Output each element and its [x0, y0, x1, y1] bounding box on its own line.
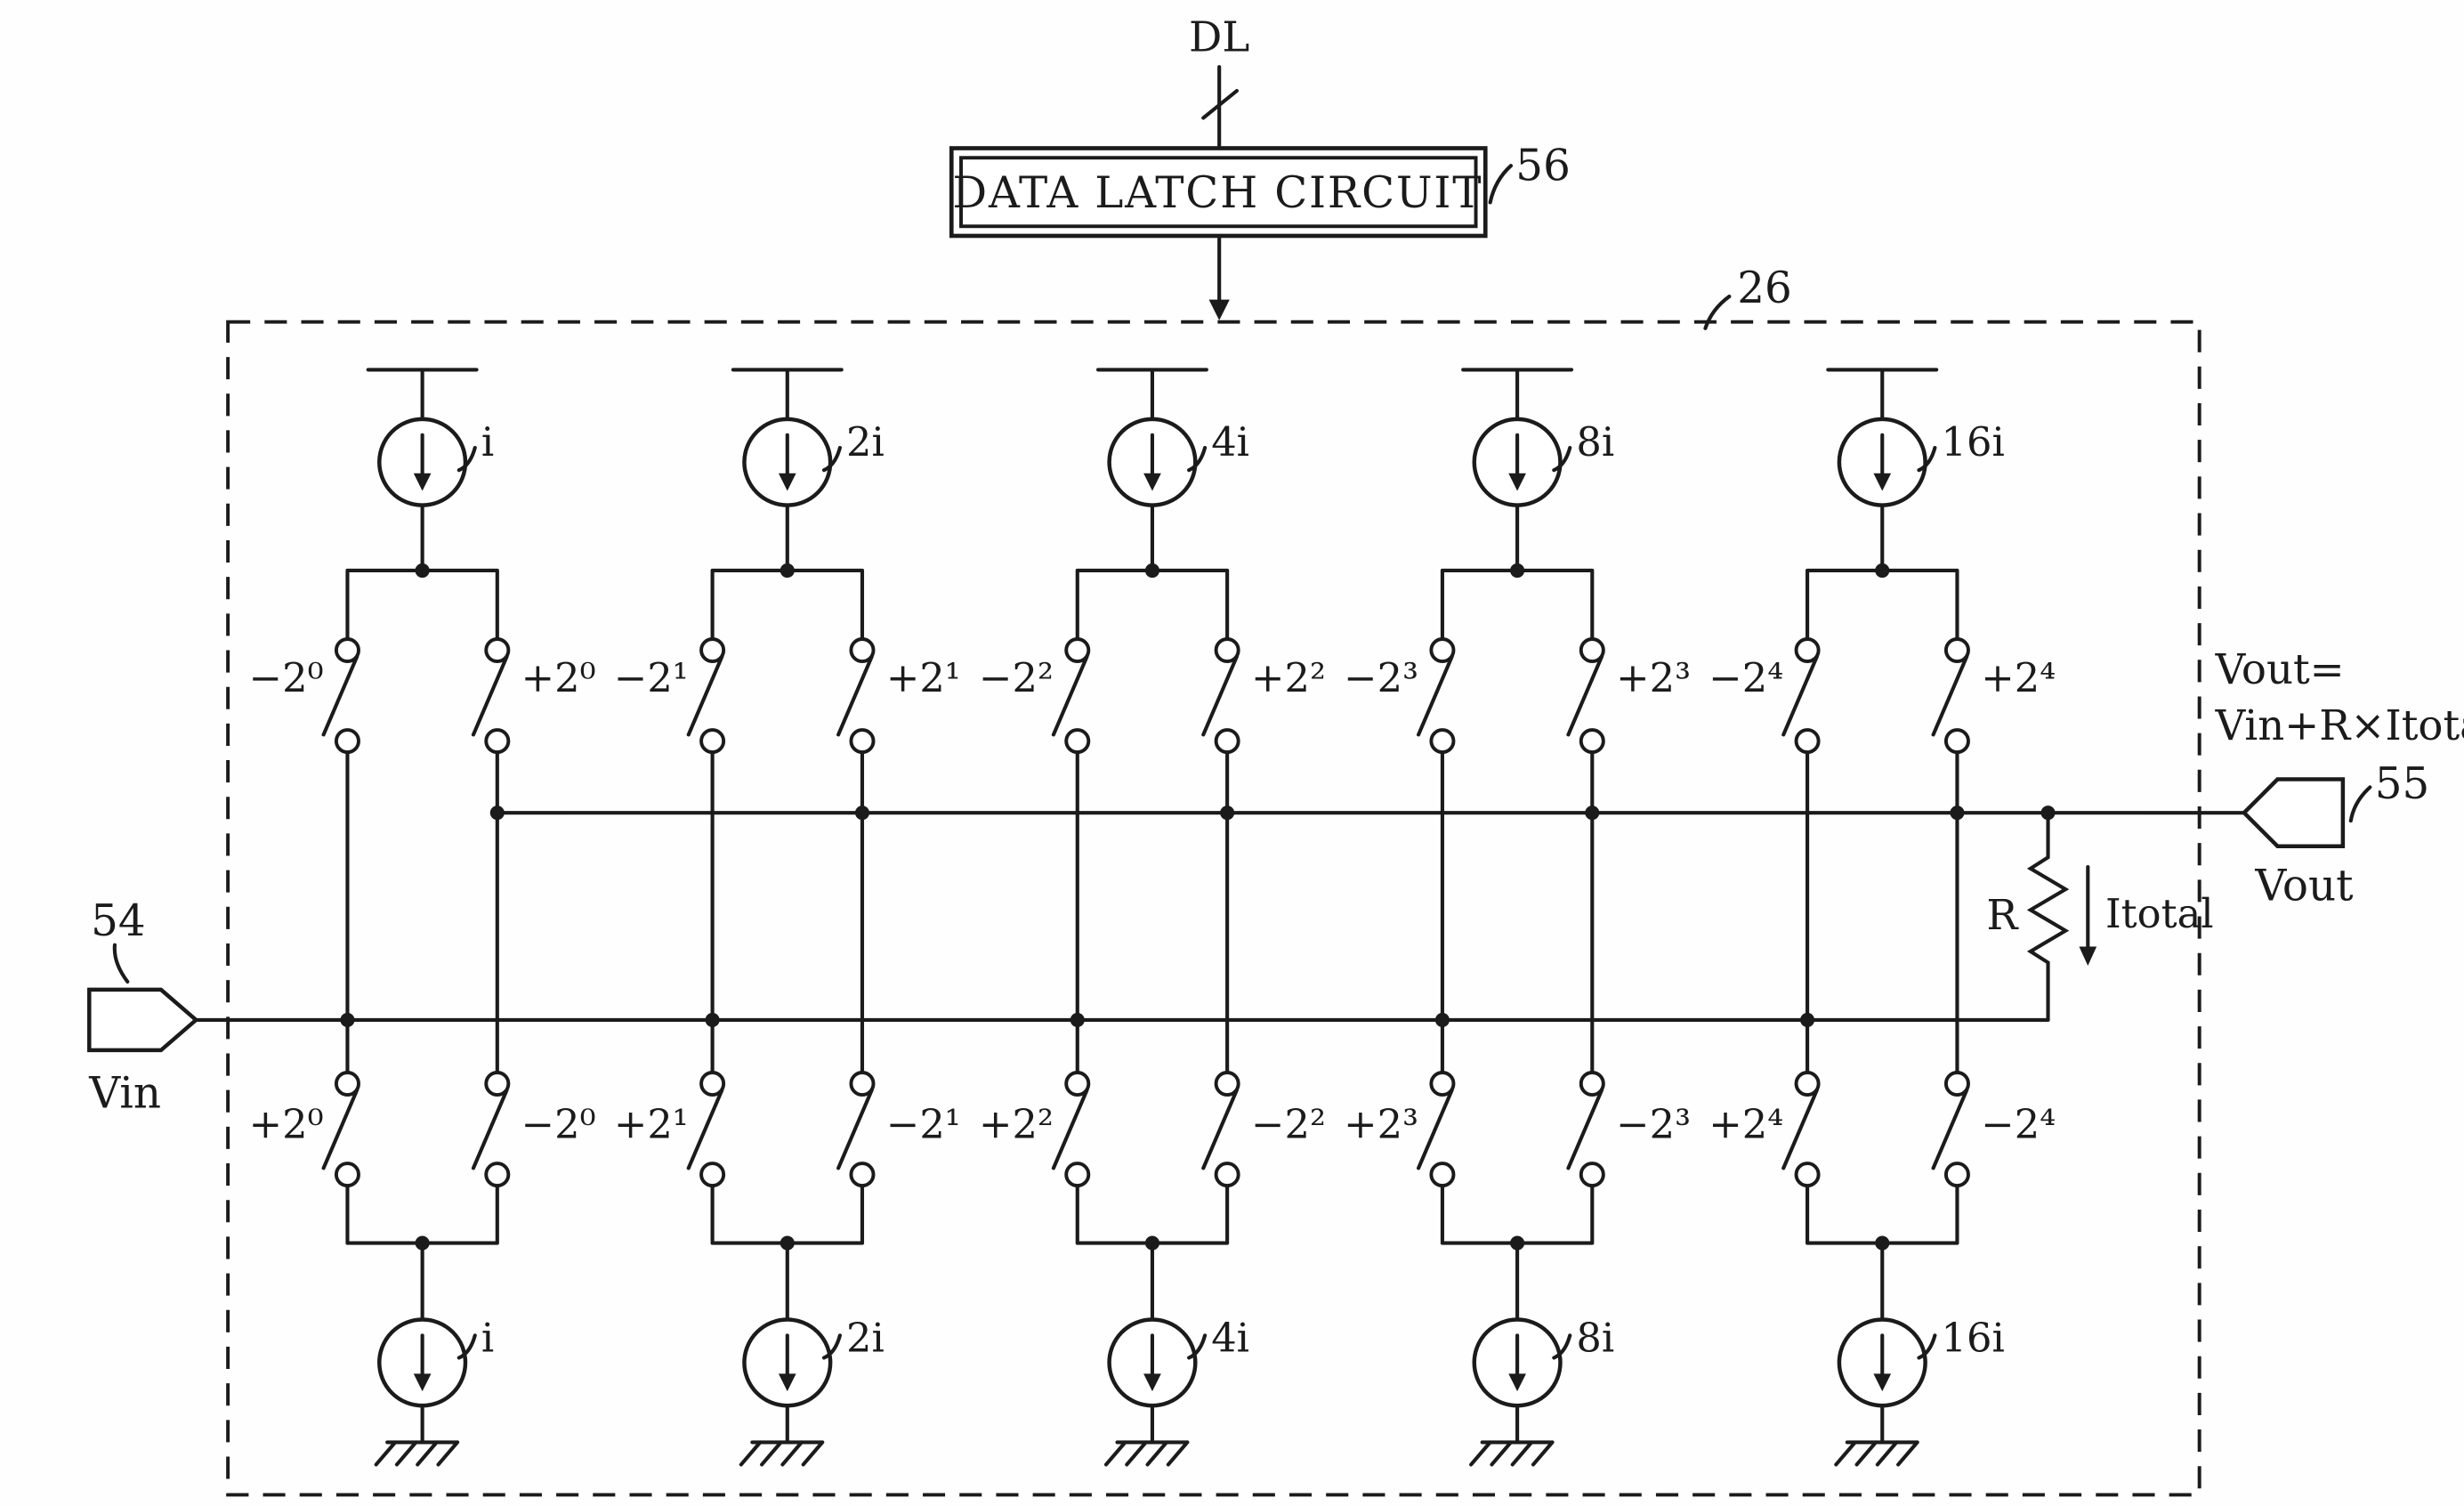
- vout-label: Vout: [2254, 862, 2354, 911]
- data-latch-label: DATA LATCH CIRCUIT: [952, 168, 1482, 218]
- dac-block-ref-leader: [1703, 294, 1732, 330]
- top-left-switch-label: −2⁰: [249, 654, 324, 701]
- latch-to-dac-arrowhead-icon: [1208, 299, 1230, 320]
- bottom-source-label: 2i: [846, 1314, 885, 1361]
- top-right-switch-label: +2⁴: [1981, 654, 2056, 701]
- vout-equation-line1: Vout=: [2215, 645, 2345, 693]
- latch-ref-leader: [1488, 164, 1513, 205]
- dac-column-1: [324, 369, 509, 1464]
- bottom-left-switch-label: +2²: [979, 1100, 1054, 1147]
- resistor-label: R: [1986, 891, 2019, 939]
- top-source-label: 16i: [1942, 418, 2005, 466]
- resistor-symbol: [2026, 811, 2070, 1022]
- dac-column-3: [1054, 369, 1239, 1464]
- top-right-switch-label: +2²: [1251, 654, 1326, 701]
- bottom-left-switch-label: +2¹: [614, 1100, 689, 1147]
- vin-label: Vin: [88, 1068, 161, 1118]
- bottom-right-switch-label: −2⁰: [521, 1100, 596, 1147]
- vout-equation-line2: Vin+R×Itotal: [2215, 701, 2464, 749]
- dac-column-2: [689, 369, 874, 1464]
- data-latch-box-inner: [959, 156, 1478, 229]
- data-latch-box: [949, 146, 1488, 239]
- bottom-source-label: i: [481, 1314, 494, 1361]
- bottom-left-switch-label: +2³: [1344, 1100, 1418, 1147]
- vin-terminal: [87, 987, 199, 1053]
- dac-block-border: [226, 320, 2201, 1497]
- dac-block-ref-label: 26: [1737, 263, 1792, 313]
- bottom-right-switch-label: −2¹: [886, 1100, 961, 1147]
- bottom-left-switch-label: +2⁴: [1709, 1100, 1783, 1147]
- top-right-switch-label: +2⁰: [521, 654, 596, 701]
- top-source-label: 8i: [1576, 418, 1614, 466]
- bus-label: DL: [1189, 12, 1249, 61]
- bus-width-tick-icon: [1201, 88, 1239, 120]
- bottom-source-label: 16i: [1942, 1314, 2005, 1361]
- itotal-arrowhead-icon: [2079, 946, 2097, 967]
- vout-ref-leader: [2348, 785, 2372, 823]
- top-source-label: 4i: [1211, 418, 1249, 466]
- top-left-switch-label: −2⁴: [1709, 654, 1783, 701]
- vout-ref-label: 55: [2375, 759, 2430, 809]
- junction-dot: [2040, 806, 2056, 821]
- bottom-right-switch-label: −2³: [1616, 1100, 1691, 1147]
- bottom-source-label: 4i: [1211, 1314, 1249, 1361]
- bottom-left-switch-label: +2⁰: [249, 1100, 324, 1147]
- top-source-label: 2i: [846, 418, 885, 466]
- top-right-switch-label: +2¹: [886, 654, 961, 701]
- bottom-right-switch-label: −2⁴: [1981, 1100, 2056, 1147]
- vin-ref-label: 54: [91, 896, 146, 946]
- latch-ref-label: 56: [1515, 141, 1571, 190]
- top-left-switch-label: −2²: [979, 654, 1054, 701]
- bottom-right-switch-label: −2²: [1251, 1100, 1326, 1147]
- vin-ref-leader: [112, 943, 130, 984]
- dac-column-4: [1418, 369, 1604, 1464]
- top-left-switch-label: −2¹: [614, 654, 689, 701]
- dac-column-5: [1783, 369, 1968, 1464]
- top-right-switch-label: +2³: [1616, 654, 1691, 701]
- top-source-label: i: [481, 418, 494, 466]
- top-left-switch-label: −2³: [1344, 654, 1418, 701]
- vout-terminal: [2241, 777, 2346, 848]
- itotal-label: Itotal: [2105, 890, 2214, 937]
- bottom-source-label: 8i: [1576, 1314, 1614, 1361]
